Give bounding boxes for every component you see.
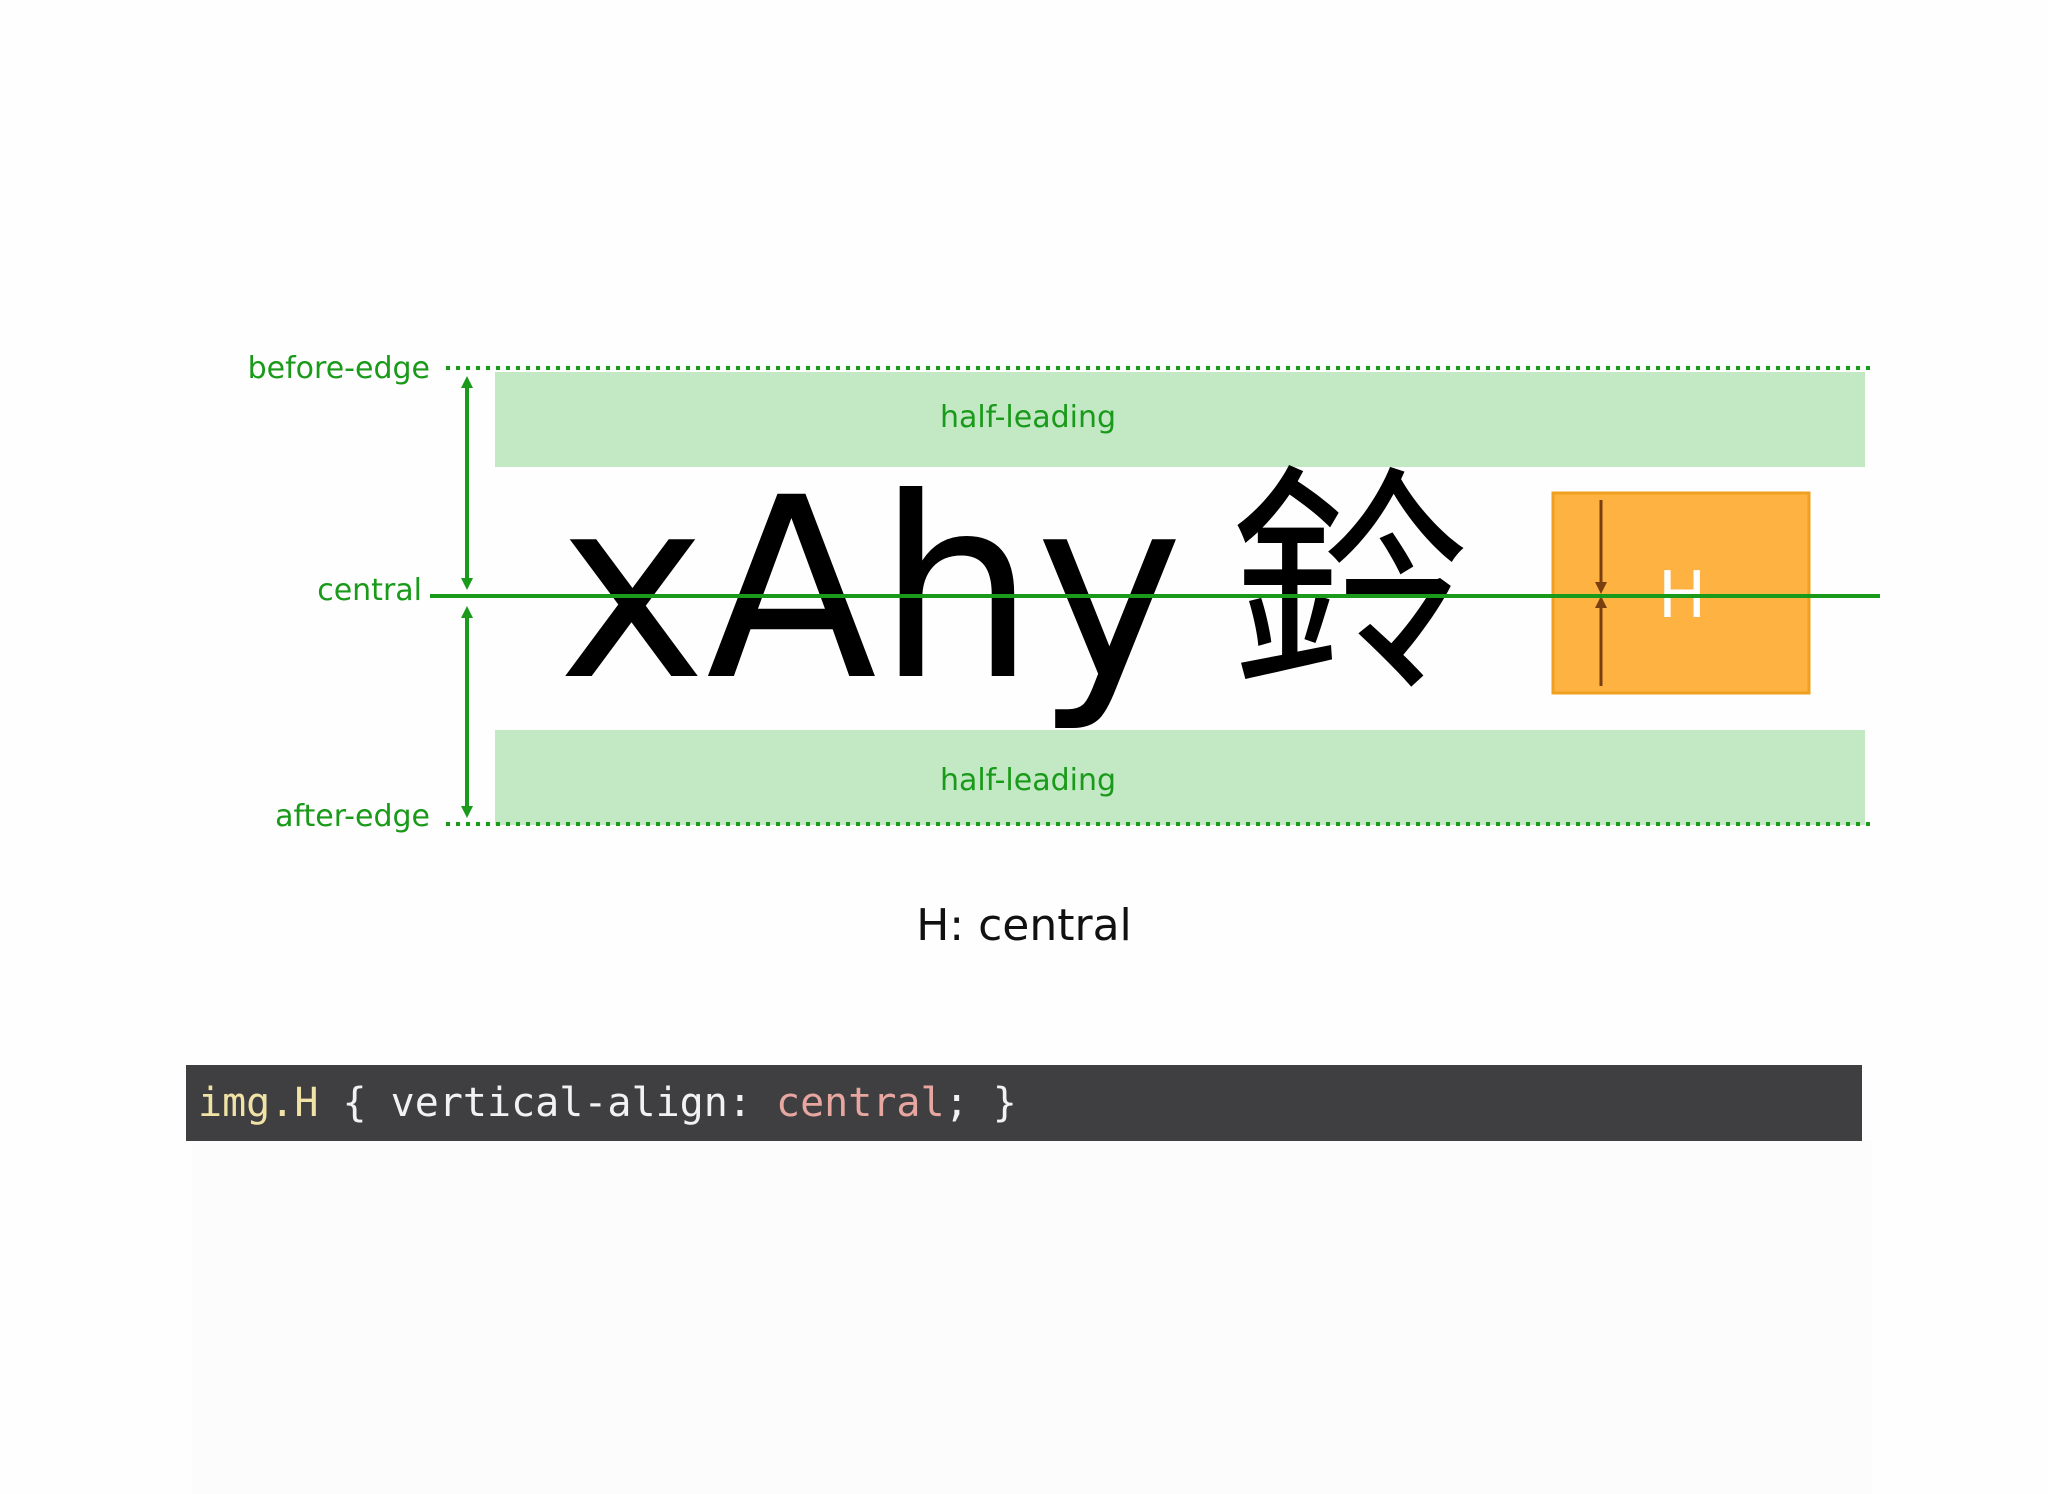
code-close: ; }	[944, 1080, 1017, 1126]
slide-background-tint	[192, 1140, 1872, 1494]
half-leading-bottom-label: half-leading	[940, 763, 1116, 798]
before-edge-label: before-edge	[248, 351, 430, 386]
css-code-snippet: img.H { vertical-align: central; }	[186, 1065, 1862, 1141]
code-value: central	[775, 1080, 945, 1126]
after-edge-label: after-edge	[275, 799, 430, 834]
diagram-caption: H: central	[916, 900, 1132, 951]
sample-cjk-glyph: 鈴	[1230, 445, 1470, 725]
central-label: central	[317, 573, 422, 608]
half-leading-bottom-band	[495, 730, 1865, 825]
half-leading-top-band	[495, 372, 1865, 467]
code-selector: img.H	[198, 1080, 319, 1126]
half-leading-top-label: half-leading	[940, 400, 1116, 435]
code-property: { vertical-align:	[318, 1080, 776, 1126]
sample-latin-text: xAhy	[558, 444, 1183, 735]
